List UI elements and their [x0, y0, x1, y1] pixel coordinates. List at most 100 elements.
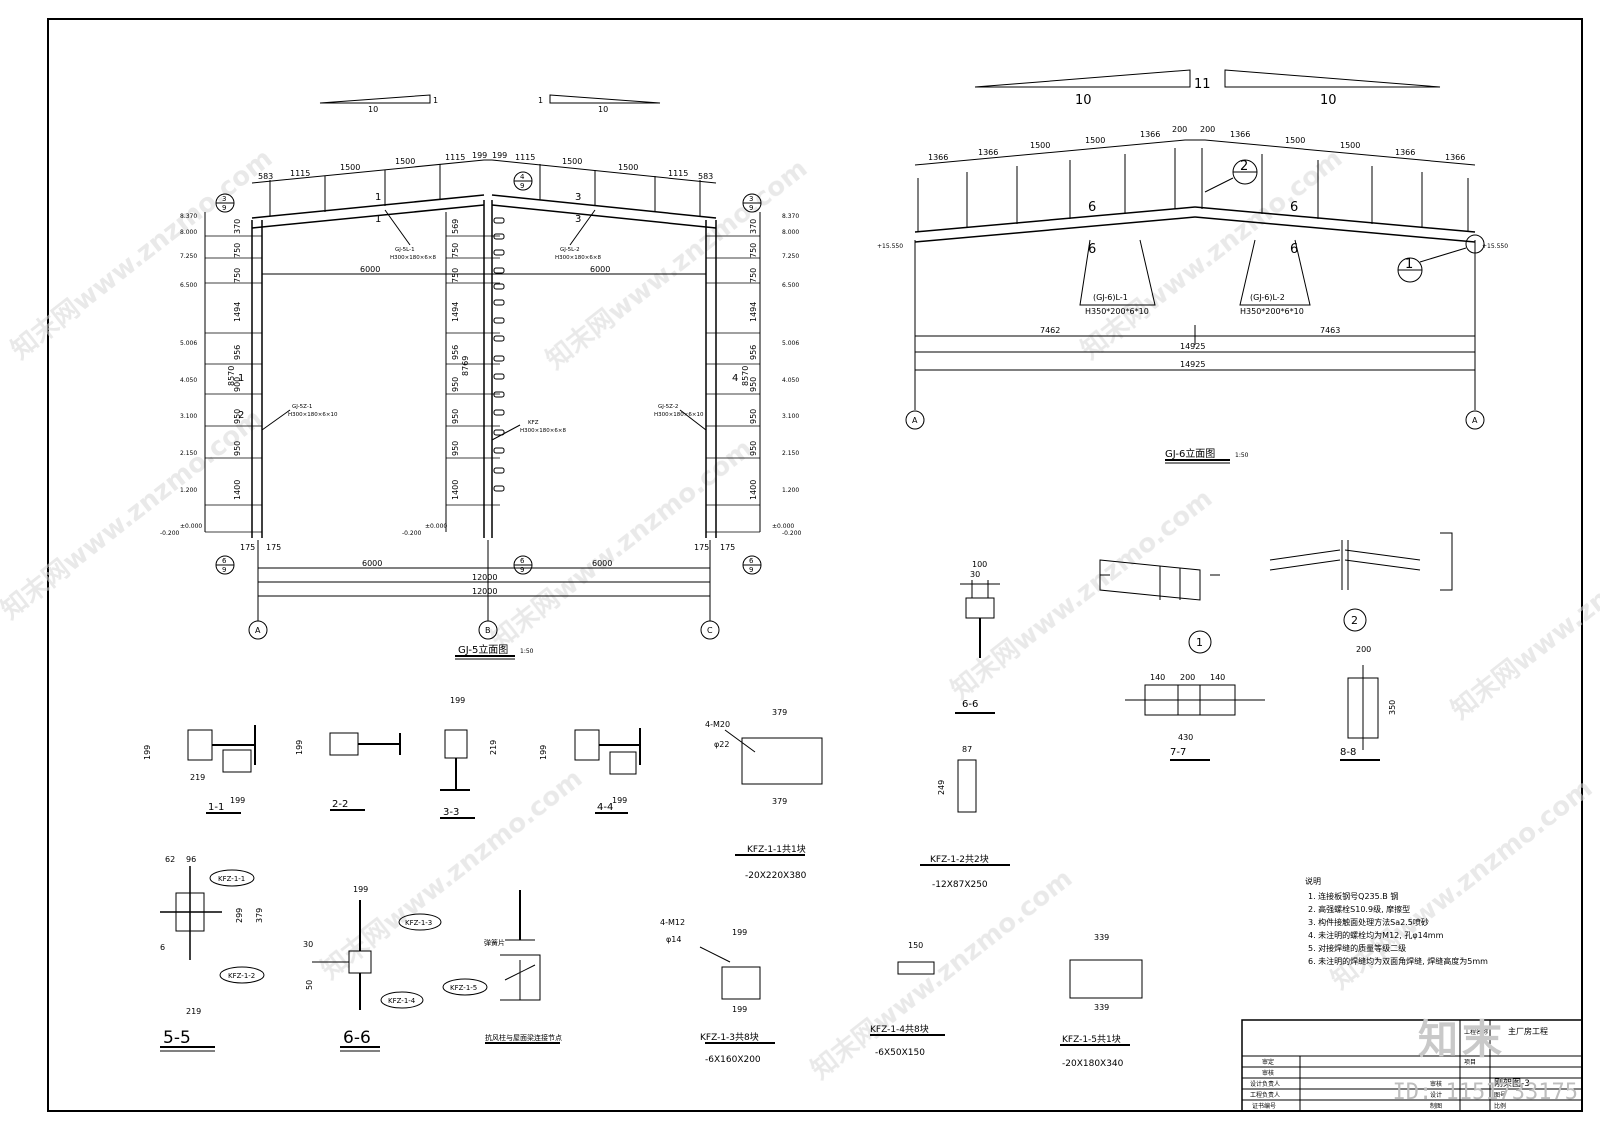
dim: 50: [305, 980, 314, 990]
hole-spec: φ14: [666, 935, 681, 944]
axis-label: A: [255, 626, 261, 635]
member-label: (GJ-6)L-1: [1093, 293, 1128, 302]
notes: 说明 1. 连接板钢号Q235.B 钢 2. 高强螺栓S10.9级, 摩擦型 3…: [1305, 876, 1488, 966]
dim: 750: [233, 243, 242, 258]
elevation: +15.550: [877, 243, 903, 250]
plate-size: -20X180X340: [1062, 1059, 1124, 1069]
elevation: 8.370: [180, 213, 197, 220]
dim: 430: [1178, 733, 1193, 742]
elevation: 6.500: [180, 282, 197, 289]
dim: 199: [492, 151, 507, 160]
detail-callout: KFZ-1-3: [405, 919, 432, 927]
section-mark: 4: [732, 373, 738, 384]
dim: 370: [233, 219, 242, 234]
section-title: 8-8: [1340, 747, 1356, 758]
dim: 6: [160, 943, 165, 952]
dim: 1366: [928, 153, 948, 162]
slope-label: 10: [1075, 93, 1092, 108]
dim: 1115: [668, 169, 688, 178]
dim: 1500: [395, 157, 415, 166]
axis-label: A: [1472, 416, 1478, 425]
section-title: 3-3: [443, 807, 459, 818]
dim: 140: [1210, 673, 1225, 682]
dim: 1115: [515, 153, 535, 162]
dim: 8570: [741, 366, 750, 386]
dim: 6000: [362, 559, 382, 568]
note-item: 1. 连接板钢号Q235.B 钢: [1308, 891, 1398, 901]
wind-detail-title: 抗风柱与屋面梁连接节点: [485, 1033, 562, 1042]
dim: 339: [1094, 1003, 1109, 1012]
elevation: -0.200: [782, 530, 802, 537]
dim: 219: [186, 1007, 201, 1016]
dim: 950: [749, 409, 758, 424]
slope-label: 10: [1320, 93, 1337, 108]
detail-callout: KFZ-1-4: [388, 997, 416, 1005]
dim: 950: [749, 377, 758, 392]
dim: 950: [233, 441, 242, 456]
plate-size: -6X160X200: [705, 1055, 761, 1065]
gj5-text: 10 1 1 10 583 1115 1500 1500 1115 199 19…: [160, 96, 802, 656]
detail-ref-sheet: 9: [222, 566, 226, 574]
section-title: 7-7: [1170, 747, 1186, 758]
dim: 1366: [1445, 153, 1465, 162]
member-label: H300×180×6×10: [288, 412, 338, 418]
tb-project: 主厂房工程: [1508, 1026, 1548, 1036]
note-item: 3. 构件接触面处理方法Sa2.5喷砂: [1308, 917, 1429, 927]
section-mark: 6: [1088, 242, 1096, 257]
section-mark: 3: [575, 214, 581, 225]
elevation: 1.200: [782, 487, 799, 494]
elevation: 6.500: [782, 282, 799, 289]
detail-callout: KFZ-1-5: [450, 984, 477, 992]
member-label: GJ-5Z-2: [658, 404, 678, 410]
dim: 199: [539, 745, 548, 760]
elevation: ±0.000: [180, 523, 202, 530]
dim: 1500: [1340, 141, 1360, 150]
dim: 750: [749, 243, 758, 258]
dim: 200: [1200, 125, 1215, 134]
dim: 200: [1180, 673, 1195, 682]
member-label: H350*200*6*10: [1085, 307, 1149, 316]
plate-title: KFZ-1-2共2块: [930, 853, 989, 865]
dim: 583: [698, 172, 713, 181]
dim: 379: [255, 908, 264, 923]
dim: 199: [353, 885, 368, 894]
dim: 1500: [562, 157, 582, 166]
slope-rise: 1: [433, 96, 438, 105]
dim: 7462: [1040, 326, 1060, 335]
elevation: ±0.000: [425, 523, 447, 530]
dim: 150: [908, 941, 923, 950]
elevation: 8.370: [782, 213, 799, 220]
dim: 956: [233, 345, 242, 360]
dim: 750: [451, 268, 460, 283]
dim: 12000: [472, 573, 497, 582]
plate-size: -12X87X250: [932, 880, 988, 890]
gj5-scale: 1:50: [520, 648, 534, 655]
section-mark: 2: [238, 410, 244, 421]
tb-right-row: 审核: [1430, 1080, 1442, 1088]
note-item: 4. 未注明的螺栓均为M12, 孔φ14mm: [1308, 930, 1444, 940]
member-label: H300×180×6×8: [390, 255, 436, 261]
dim: 7463: [1320, 326, 1340, 335]
dim: 956: [451, 345, 460, 360]
dim: 1115: [445, 153, 465, 162]
dim: 379: [772, 708, 787, 717]
elevation: 8.000: [180, 229, 197, 236]
slope-rise: 1: [538, 96, 543, 105]
section-title: 1-1: [208, 802, 224, 813]
section-title: 4-4: [597, 802, 613, 813]
member-label: H350*200*6*10: [1240, 307, 1304, 316]
tb-field: 图号: [1494, 1092, 1506, 1099]
lower-sections: [160, 725, 1143, 1052]
plate-size: -6X50X150: [875, 1048, 925, 1058]
dim: 569: [451, 219, 460, 234]
detail-ref: 2: [1351, 614, 1358, 627]
gj5-title: GJ-5立面图: [458, 643, 508, 656]
slope-run: 10: [598, 105, 608, 114]
dim: 1366: [978, 148, 998, 157]
section-mark: 1: [375, 192, 381, 203]
section-mark: 3: [575, 192, 581, 203]
notes-heading: 说明: [1305, 876, 1321, 886]
detail-ref-sheet: 9: [749, 566, 753, 574]
elevation: 5.006: [782, 340, 799, 347]
